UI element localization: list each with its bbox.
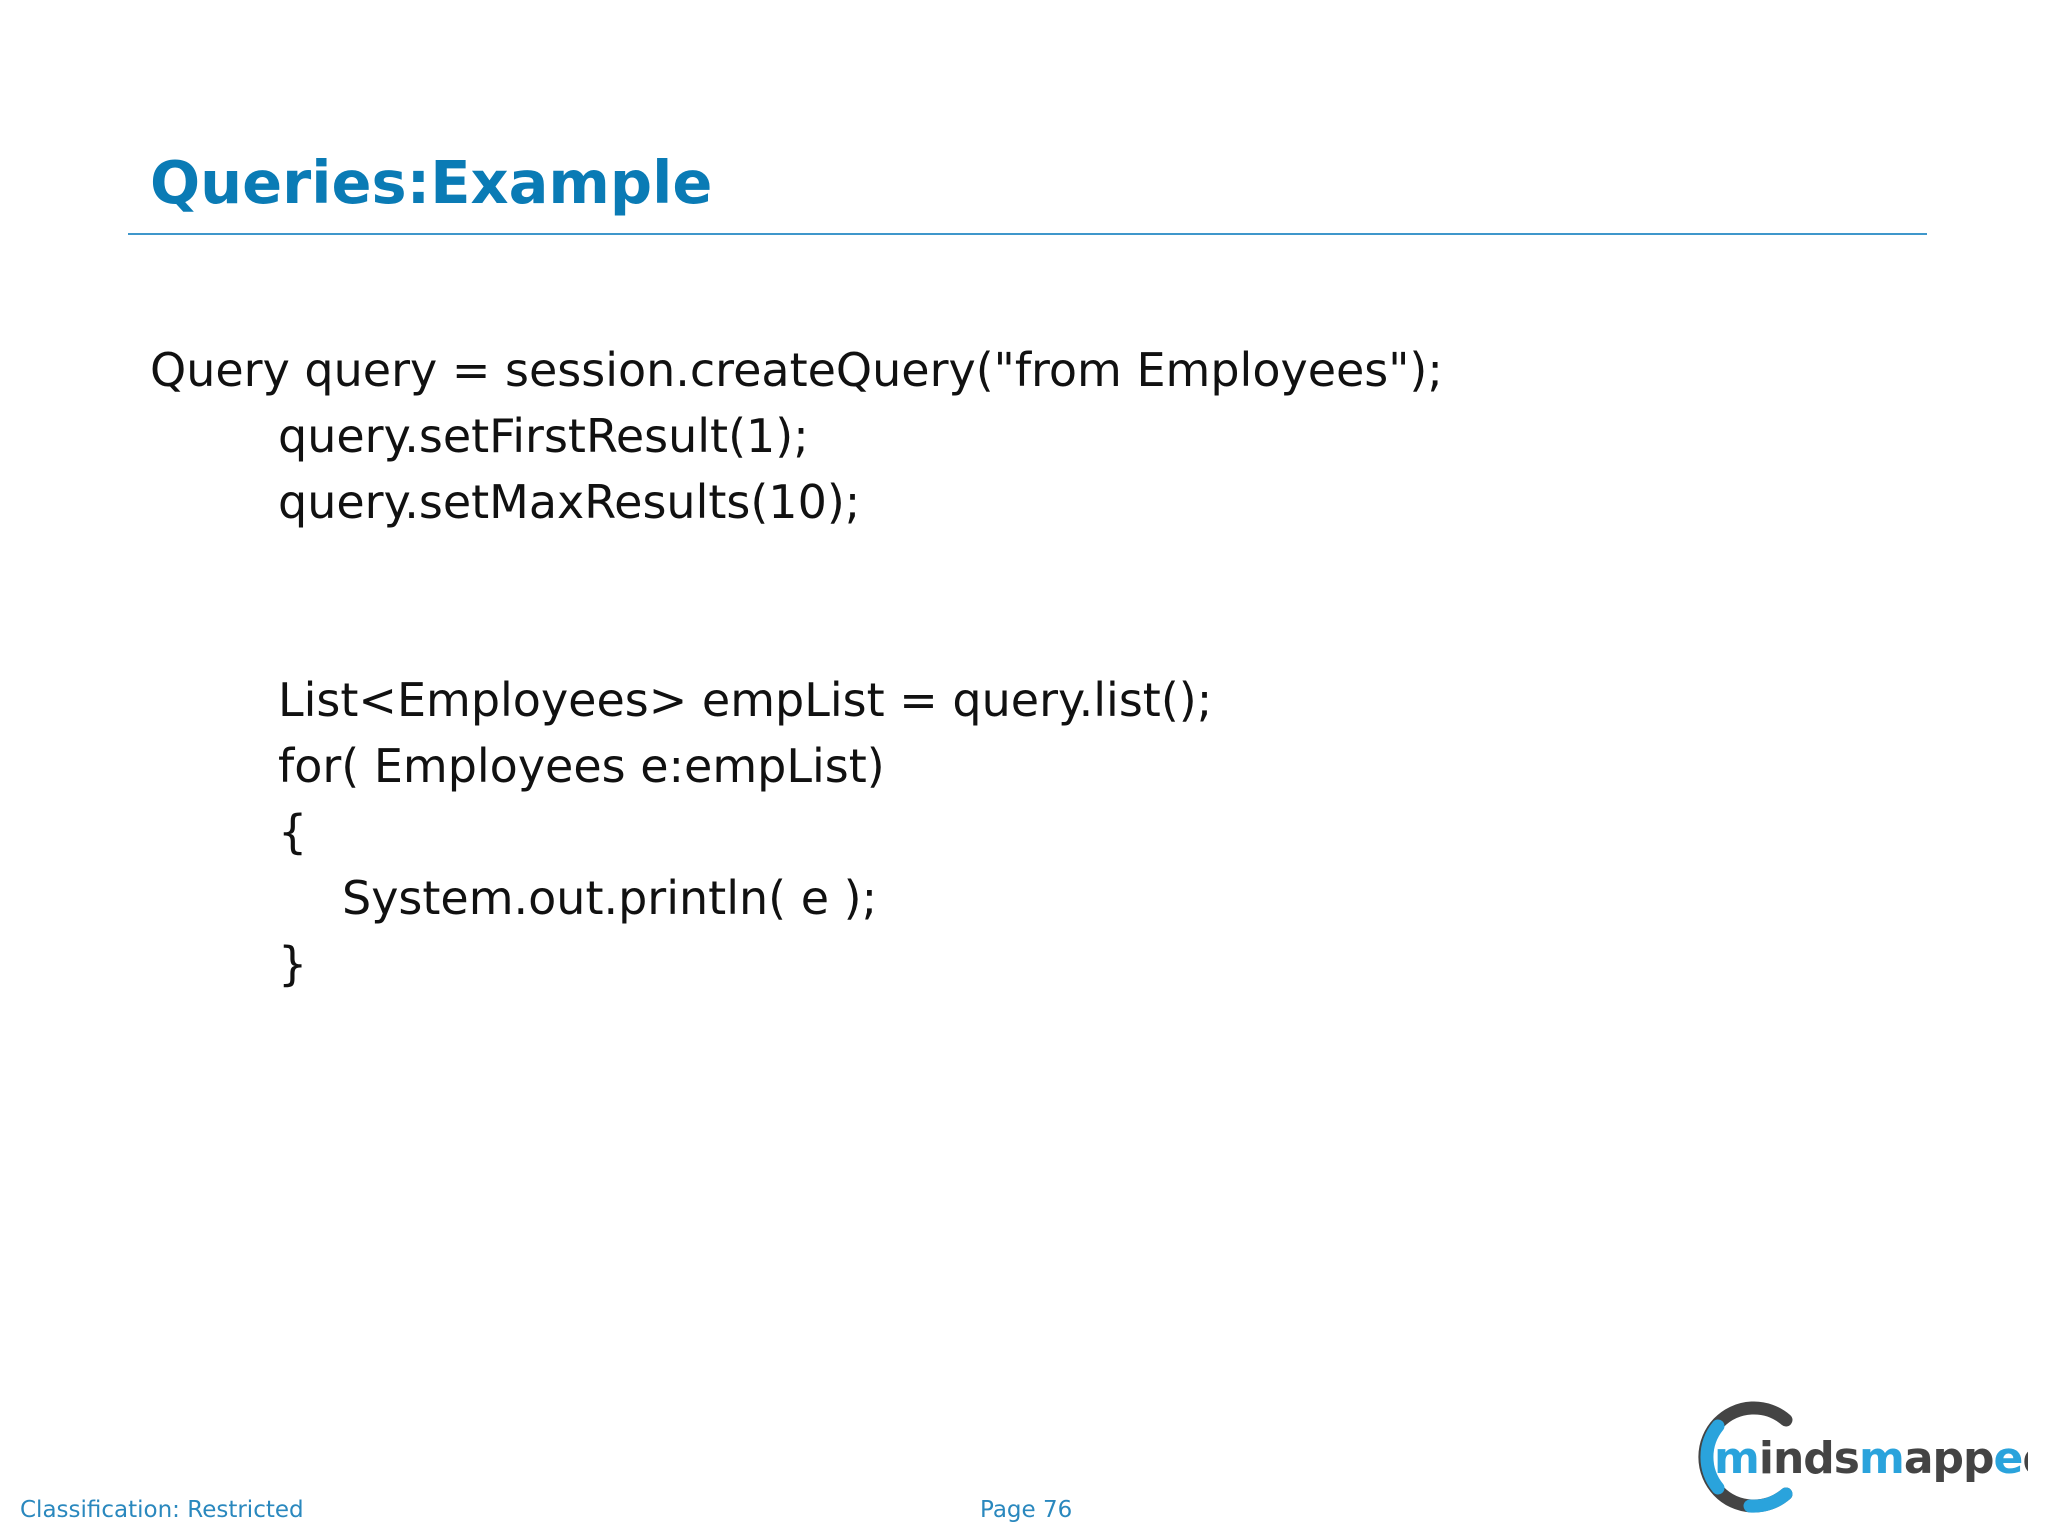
code-line: { xyxy=(278,805,308,859)
classification-label: Classification: Restricted xyxy=(20,1497,304,1523)
code-line: query.setMaxResults(10); xyxy=(278,475,861,529)
code-line: for( Employees e:empList) xyxy=(278,739,885,793)
title-divider xyxy=(128,233,1927,235)
svg-text:mindsmapped: mindsmapped xyxy=(1714,1433,2028,1484)
page-number: Page 76 xyxy=(980,1497,1073,1523)
code-line: System.out.println( e ); xyxy=(342,871,878,925)
code-line: List<Employees> empList = query.list(); xyxy=(278,673,1213,727)
code-line: } xyxy=(278,937,308,991)
code-line: query.setFirstResult(1); xyxy=(278,409,809,463)
mindsmapped-logo: mindsmapped xyxy=(1698,1401,2028,1513)
code-line: Query query = session.createQuery("from … xyxy=(150,343,1443,397)
slide-title: Queries:Example xyxy=(150,148,713,217)
